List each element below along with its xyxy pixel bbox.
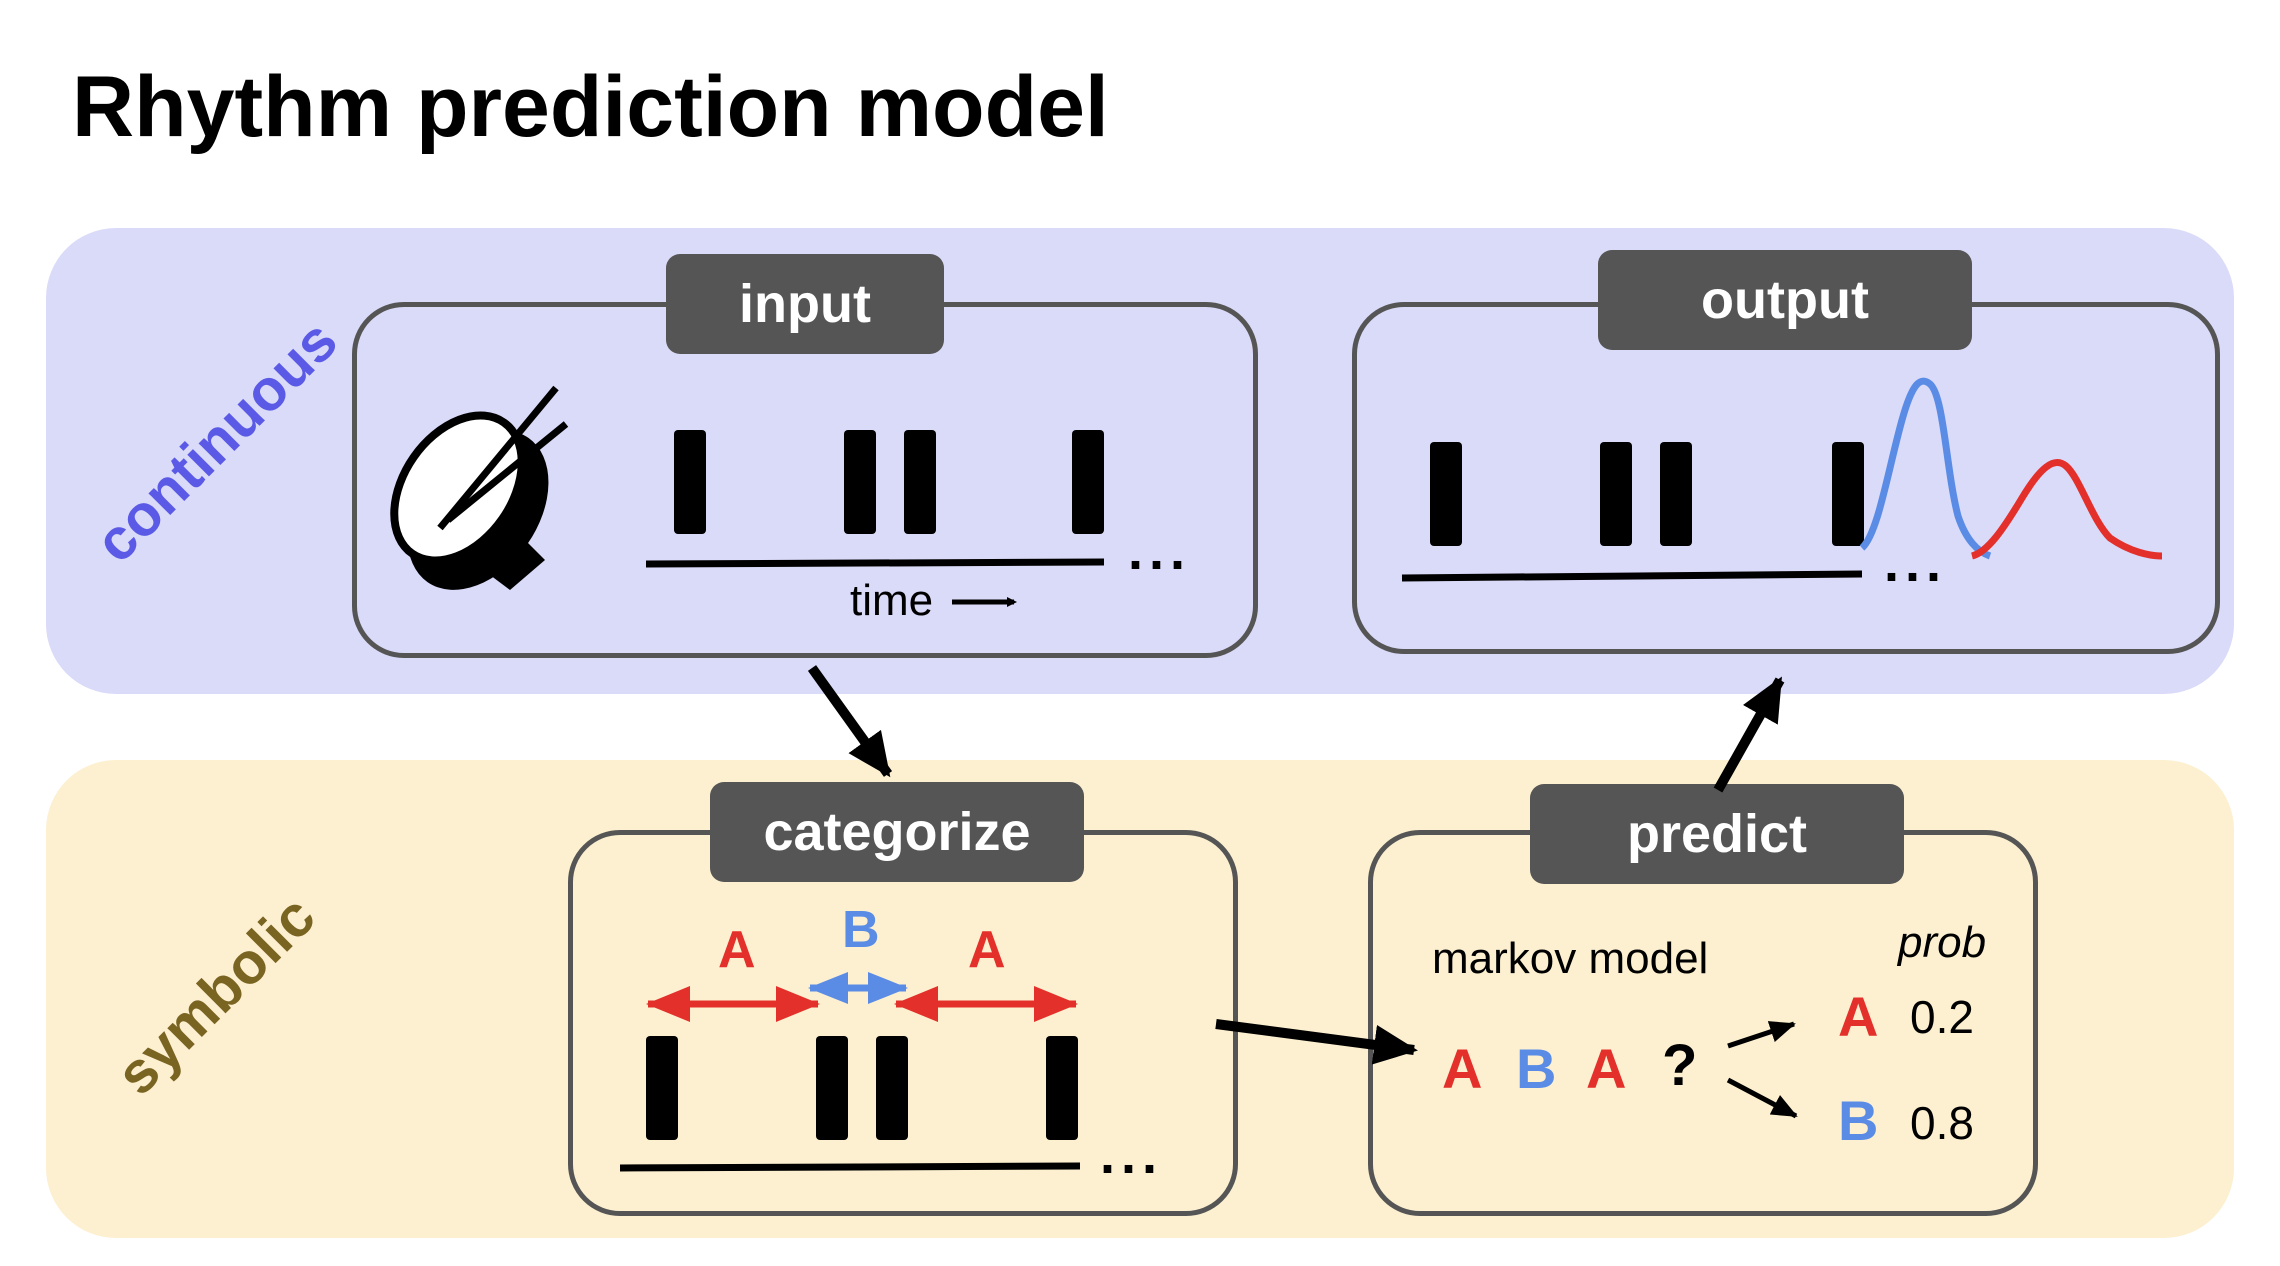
outcome-prob-b: 0.8 xyxy=(1910,1097,1974,1149)
drum-icon xyxy=(390,385,569,590)
query-mark: ? xyxy=(1662,1033,1698,1098)
outcome-symbol-b: B xyxy=(1838,1089,1879,1152)
input-header: input xyxy=(666,254,944,354)
input-ellipsis: ... xyxy=(1128,521,1192,581)
outcome-prob-a: 0.2 xyxy=(1910,991,1974,1043)
time-label: time xyxy=(850,576,934,625)
categorize-pulse-train xyxy=(646,1036,1078,1140)
output-pulse-train xyxy=(1430,442,1864,546)
sequence-item-a-second: A xyxy=(1586,1037,1627,1100)
output-timeline xyxy=(1401,570,1863,582)
interval-label-a-second: A xyxy=(968,921,1006,979)
sequence-item-b: B xyxy=(1516,1037,1557,1100)
outcome-symbol-a: A xyxy=(1838,985,1879,1048)
output-header: output xyxy=(1598,250,1972,350)
branch-arrow-b xyxy=(1726,1077,1798,1119)
predict-header: predict xyxy=(1530,784,1904,884)
interval-label-b: B xyxy=(842,901,880,959)
arrow-input-to-categorize xyxy=(807,665,893,778)
red-prediction-curve xyxy=(1970,459,2163,560)
categorize-timeline xyxy=(619,1162,1081,1172)
prob-label: prob xyxy=(1898,918,1987,967)
blue-prediction-curve xyxy=(1859,377,1992,560)
markov-model-label: markov model xyxy=(1432,934,1709,983)
input-timeline xyxy=(645,558,1105,568)
page-title: Rhythm prediction model xyxy=(72,59,1109,155)
sequence-item-a-first: A xyxy=(1442,1037,1483,1100)
categorize-ellipsis: ... xyxy=(1100,1125,1164,1185)
interval-label-a-first: A xyxy=(718,921,756,979)
arrow-predict-to-output xyxy=(1713,676,1785,793)
branch-arrow-a xyxy=(1727,1021,1796,1049)
categorize-header: categorize xyxy=(710,782,1084,882)
arrow-categorize-to-predict xyxy=(1215,1019,1418,1065)
input-pulse-train xyxy=(674,430,1104,534)
output-ellipsis: ... xyxy=(1884,533,1948,593)
